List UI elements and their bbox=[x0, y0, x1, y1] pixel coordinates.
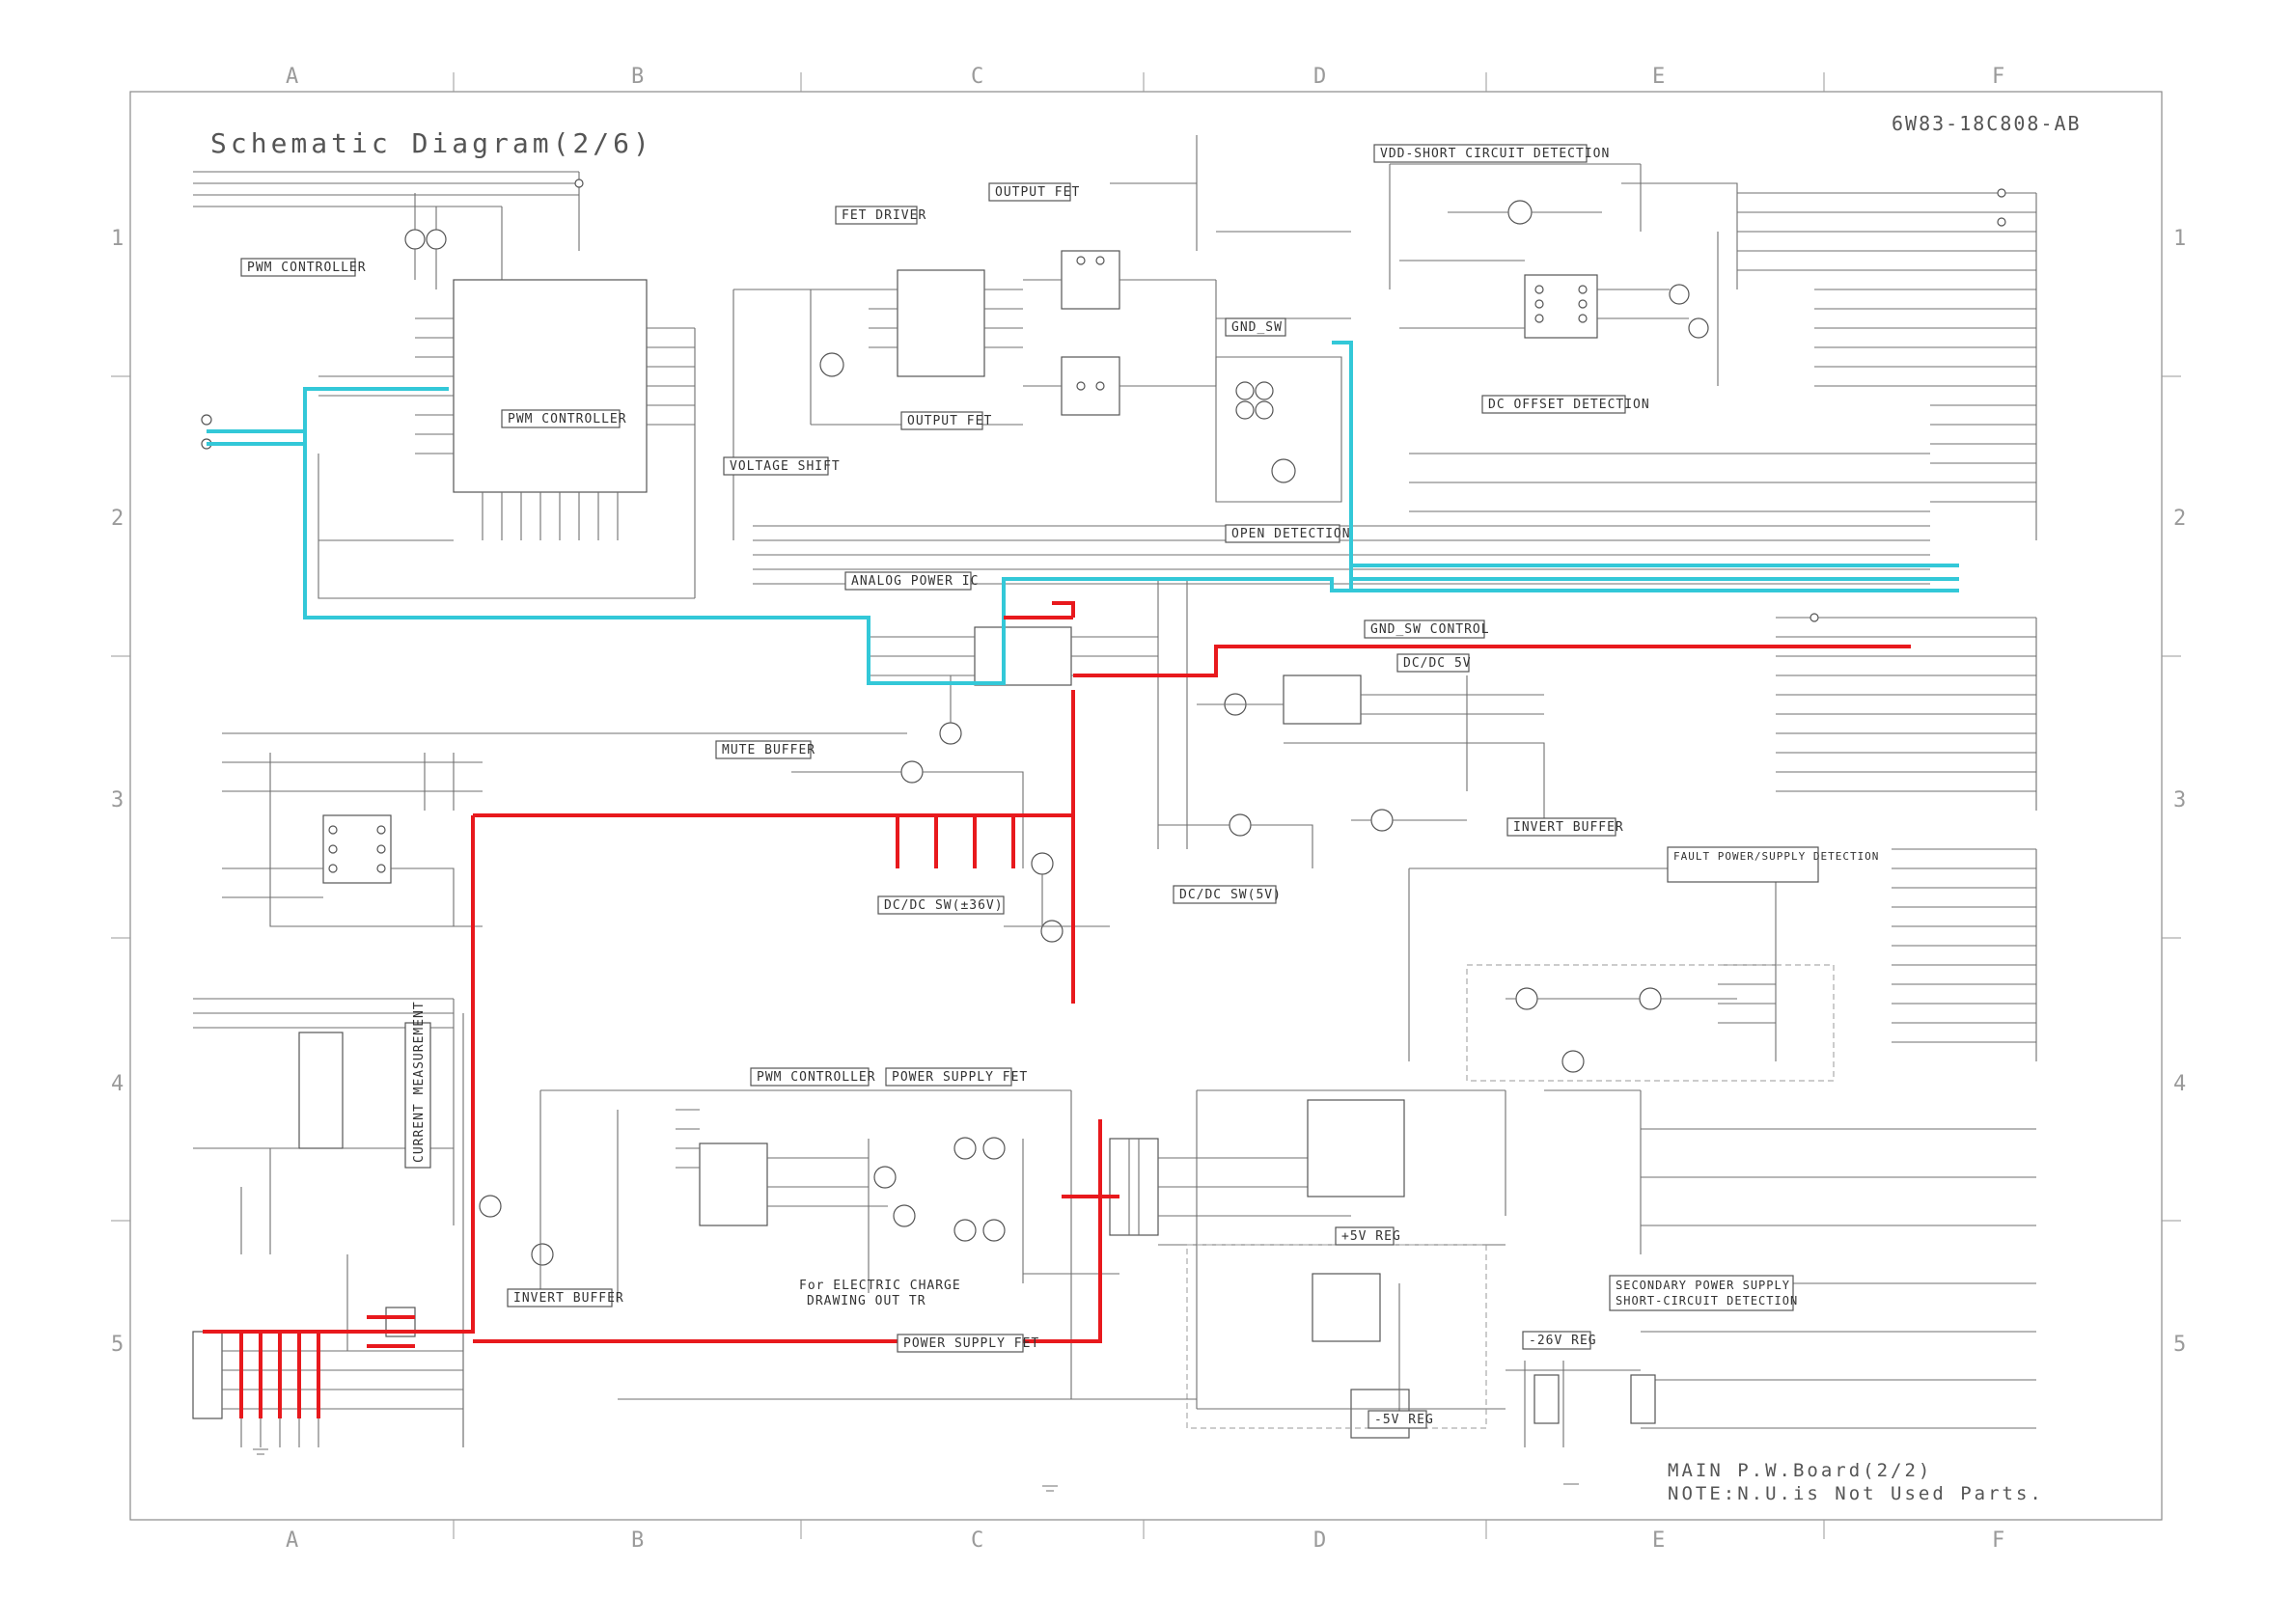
label-minus26v-reg: -26V REG bbox=[1529, 1334, 1597, 1348]
label-mute-buffer: MUTE BUFFER bbox=[722, 743, 815, 757]
label-dcdc-5v: DC/DC 5V bbox=[1403, 656, 1472, 671]
label-fault-power-supply: FAULT POWER/SUPPLY DETECTION bbox=[1673, 850, 1879, 863]
label-output-fet-mid: OUTPUT FET bbox=[907, 414, 992, 428]
block-labels: PWM CONTROLLER PWM CONTROLLER FET DRIVER… bbox=[240, 144, 1879, 1429]
label-invert-buffer-bottom: INVERT BUFFER bbox=[513, 1291, 624, 1306]
label-current-measurement: CURRENT MEASUREMENT bbox=[412, 1001, 427, 1163]
label-gnd-sw-control: GND_SW CONTROL bbox=[1370, 622, 1490, 637]
grid-col-e-top: E bbox=[1652, 65, 1665, 89]
grid-col-c-bottom: C bbox=[971, 1528, 983, 1553]
label-invert-buffer-mid: INVERT BUFFER bbox=[1513, 820, 1624, 835]
analog-power-ic-body bbox=[974, 626, 1072, 686]
label-pwm-controller-bottom: PWM CONTROLLER bbox=[757, 1070, 876, 1085]
grid-col-e-bottom: E bbox=[1652, 1528, 1665, 1553]
grid-row-2-left: 2 bbox=[111, 507, 124, 531]
transformer-body bbox=[1109, 1138, 1159, 1236]
label-dc-offset: DC OFFSET DETECTION bbox=[1488, 398, 1650, 412]
label-analog-power-ic: ANALOG POWER IC bbox=[851, 574, 979, 589]
grid-columns-top: A B C D E F bbox=[286, 65, 2004, 89]
label-electric-charge-1: For ELECTRIC CHARGE bbox=[799, 1279, 961, 1293]
sheet-border bbox=[129, 91, 2163, 1521]
label-gnd-sw: GND_SW bbox=[1231, 320, 1283, 335]
grid-row-3-left: 3 bbox=[111, 788, 124, 812]
grid-col-c-top: C bbox=[971, 65, 983, 89]
label-minus5v-reg: -5V REG bbox=[1374, 1413, 1434, 1427]
label-output-fet-top: OUTPUT FET bbox=[995, 185, 1080, 200]
grid-row-4-right: 4 bbox=[2173, 1072, 2186, 1096]
grid-col-b-bottom: B bbox=[631, 1528, 644, 1553]
cyan-signal-paths bbox=[207, 341, 1959, 685]
grid-col-f-top: F bbox=[1992, 65, 2004, 89]
pwm-controller-bottom-ic-body bbox=[699, 1142, 768, 1226]
label-power-supply-fet-top: POWER SUPPLY FET bbox=[892, 1070, 1028, 1085]
grid-rows-right: 1 2 3 4 5 bbox=[2173, 227, 2186, 1357]
pwm-controller-ic-body bbox=[453, 279, 648, 493]
drawing-code: 6W83-18C808-AB bbox=[1892, 112, 2082, 135]
grid-col-f-bottom: F bbox=[1992, 1528, 2004, 1553]
label-electric-charge-2: DRAWING OUT TR bbox=[807, 1294, 926, 1308]
grid-row-3-right: 3 bbox=[2173, 788, 2186, 812]
board-note: NOTE:N.U.is Not Used Parts. bbox=[1668, 1483, 2044, 1504]
red-path-main-rail bbox=[1073, 645, 1911, 677]
grid-columns-bottom: A B C D E F bbox=[286, 1528, 2004, 1553]
grid-col-a-bottom: A bbox=[286, 1528, 298, 1553]
grid-col-a-top: A bbox=[286, 65, 298, 89]
red-path-analog bbox=[1004, 601, 1075, 1004]
label-plus5v-reg: +5V REG bbox=[1341, 1229, 1401, 1244]
board-label: MAIN P.W.Board(2/2) bbox=[1668, 1460, 1932, 1481]
label-secondary-2: SHORT-CIRCUIT DETECTION bbox=[1616, 1294, 1798, 1307]
label-dcdc-sw-36v: DC/DC SW(±36V) bbox=[884, 898, 1004, 913]
label-pwm-controller-ic: PWM CONTROLLER bbox=[508, 412, 627, 427]
grid-col-d-top: D bbox=[1313, 65, 1326, 89]
border-ticks bbox=[111, 72, 2181, 1539]
label-vdd-short: VDD-SHORT CIRCUIT DETECTION bbox=[1380, 147, 1610, 161]
label-dcdc-sw-5v: DC/DC SW(5V) bbox=[1179, 888, 1282, 902]
cyan-path-upper bbox=[303, 387, 1959, 685]
label-open-detection: OPEN DETECTION bbox=[1231, 527, 1351, 541]
page-title: Schematic Diagram(2/6) bbox=[210, 127, 653, 159]
grid-row-1-right: 1 bbox=[2173, 227, 2186, 251]
grid-col-b-top: B bbox=[631, 65, 644, 89]
label-power-supply-fet-bottom: POWER SUPPLY FET bbox=[903, 1336, 1039, 1351]
label-secondary-1: SECONDARY POWER SUPPLY bbox=[1616, 1279, 1790, 1292]
fet-driver-ic-body bbox=[897, 269, 985, 377]
label-pwm-controller-top-left: PWM CONTROLLER bbox=[247, 261, 367, 275]
grid-row-4-left: 4 bbox=[111, 1072, 124, 1096]
label-voltage-shift: VOLTAGE SHIFT bbox=[730, 459, 841, 474]
grid-row-1-left: 1 bbox=[111, 227, 124, 251]
label-fet-driver: FET DRIVER bbox=[842, 208, 926, 223]
grid-rows-left: 1 2 3 4 5 bbox=[111, 227, 124, 1357]
grid-row-2-right: 2 bbox=[2173, 507, 2186, 531]
grid-row-5-left: 5 bbox=[111, 1333, 124, 1357]
wiring bbox=[192, 135, 2037, 1492]
red-power-paths bbox=[203, 601, 1911, 1418]
grid-col-d-bottom: D bbox=[1313, 1528, 1326, 1553]
grid-row-5-right: 5 bbox=[2173, 1333, 2186, 1357]
